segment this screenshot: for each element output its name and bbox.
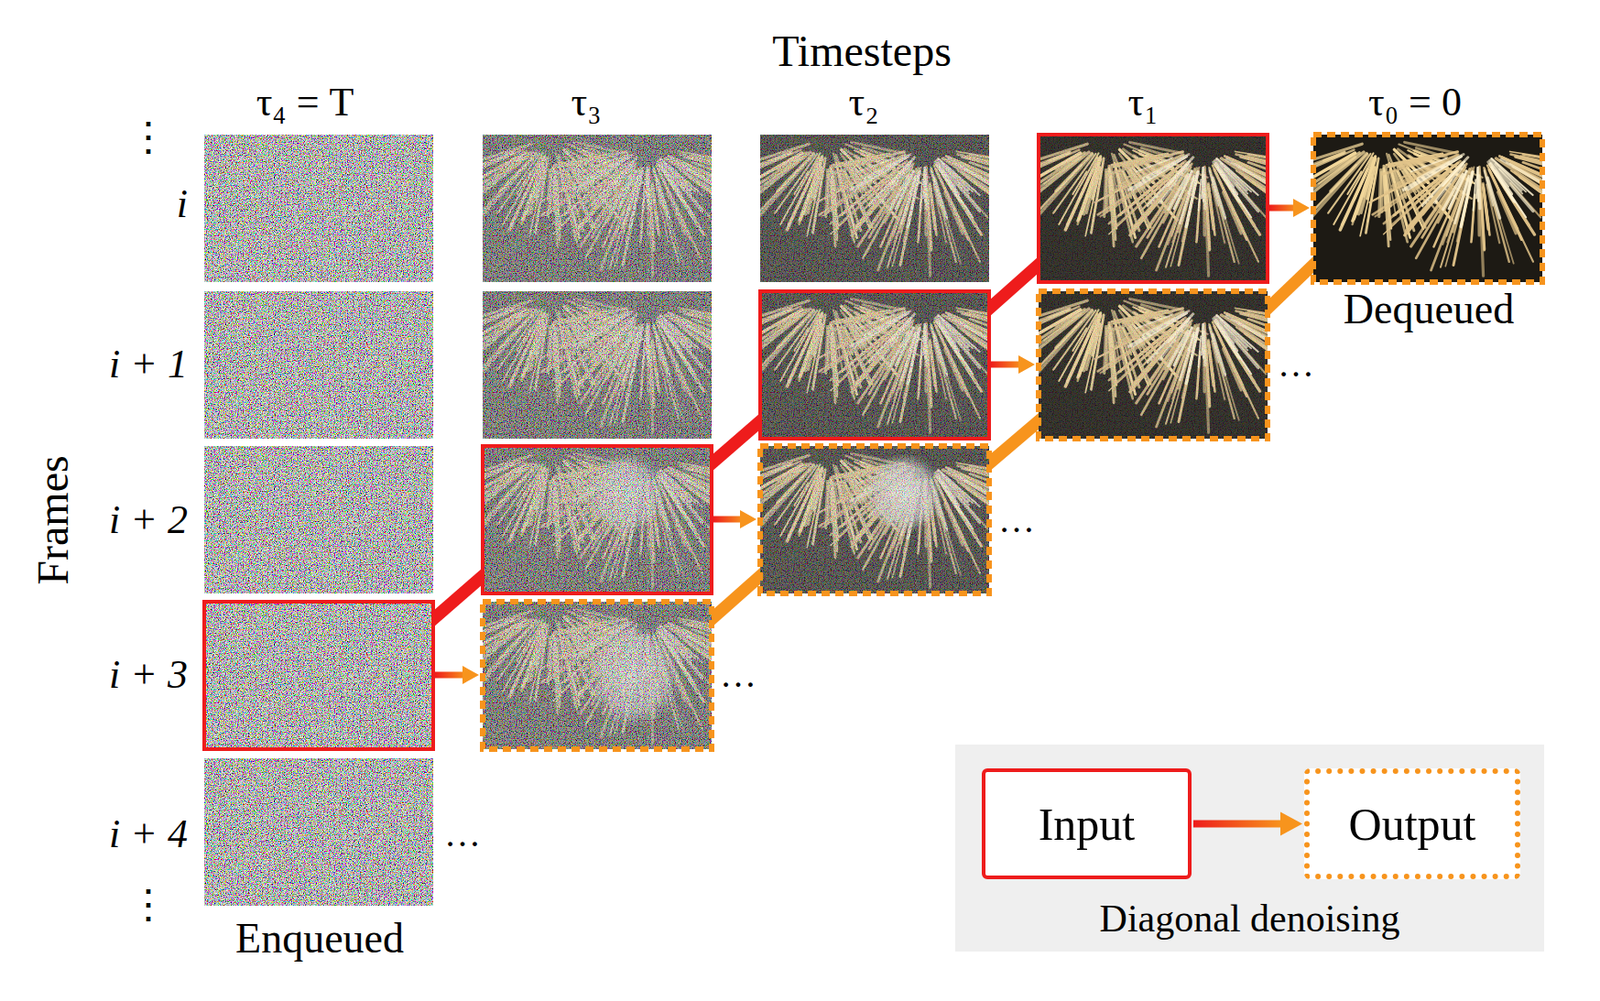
video-frame <box>170 446 499 594</box>
video-frame <box>448 601 777 750</box>
video-frame <box>1004 291 1333 439</box>
arrow-head <box>1293 198 1310 218</box>
arrow-head <box>462 665 479 685</box>
continuation-dots: ⋮ <box>128 881 169 929</box>
ellipsis: … <box>1277 343 1315 386</box>
video-frame <box>1004 134 1333 283</box>
input-outline <box>760 291 990 439</box>
frame-label: i + 2 <box>108 497 188 545</box>
ellipsis: … <box>719 653 757 697</box>
diagonal-band <box>1267 256 1314 317</box>
axis-title: Frames <box>27 455 78 585</box>
timestep-label: τ₀ = 0 <box>1368 79 1462 127</box>
frame-label: i + 4 <box>108 811 188 859</box>
video-frame <box>726 134 1055 283</box>
arrow-head <box>1018 355 1035 374</box>
diagonal-band <box>989 256 1039 317</box>
legend-term: Output <box>1349 797 1477 851</box>
diagonal-band <box>433 567 483 628</box>
video-frame <box>170 291 499 439</box>
ellipsis: … <box>998 499 1035 542</box>
timestep-label: τ₃ <box>570 79 601 127</box>
queue-label: Dequeued <box>1343 285 1514 335</box>
video-frame <box>726 291 1055 439</box>
connector-arrow <box>1193 812 1303 837</box>
arrow-shaft <box>990 361 1023 369</box>
video-frame <box>170 758 499 906</box>
video-frame <box>1279 134 1600 283</box>
input-outline <box>1038 134 1268 283</box>
video-frame <box>170 134 499 283</box>
output-outline <box>760 446 990 594</box>
input-box: Input <box>981 768 1192 880</box>
continuation-dots: ⋮ <box>128 114 169 162</box>
legend-caption: Diagonal denoising <box>1099 896 1401 941</box>
arrow-shaft <box>435 672 467 679</box>
video-frame <box>448 446 777 594</box>
legend-term: Input <box>1038 797 1136 851</box>
arrow-shaft <box>1269 205 1297 212</box>
diagonal-band <box>989 413 1039 472</box>
legend-panel: Diagonal denoising Input Output <box>955 744 1545 952</box>
frame-label: i <box>176 181 188 229</box>
output-outline <box>1038 291 1268 439</box>
arrow-head <box>740 510 757 529</box>
queue-label: Enqueued <box>235 914 404 964</box>
input-outline <box>482 446 712 594</box>
ellipsis: … <box>444 813 481 856</box>
output-box: Output <box>1304 768 1521 880</box>
timestep-label: τ₁ <box>1127 79 1158 127</box>
arrow-shaft <box>713 516 744 523</box>
video-frame <box>170 601 499 750</box>
video-frame <box>448 134 777 283</box>
frame-label: i + 1 <box>108 341 188 389</box>
video-frame <box>726 446 1055 594</box>
diagonal-band <box>711 413 761 472</box>
output-outline <box>482 601 712 750</box>
diagonal-band <box>711 567 761 628</box>
input-outline <box>204 601 434 750</box>
axis-title: Timesteps <box>772 25 952 77</box>
output-outline <box>1313 134 1543 283</box>
frame-label: i + 3 <box>108 652 188 699</box>
timestep-label: τ₂ <box>848 79 879 127</box>
timestep-label: τ₄ = T <box>256 79 355 127</box>
video-frame <box>448 291 777 439</box>
